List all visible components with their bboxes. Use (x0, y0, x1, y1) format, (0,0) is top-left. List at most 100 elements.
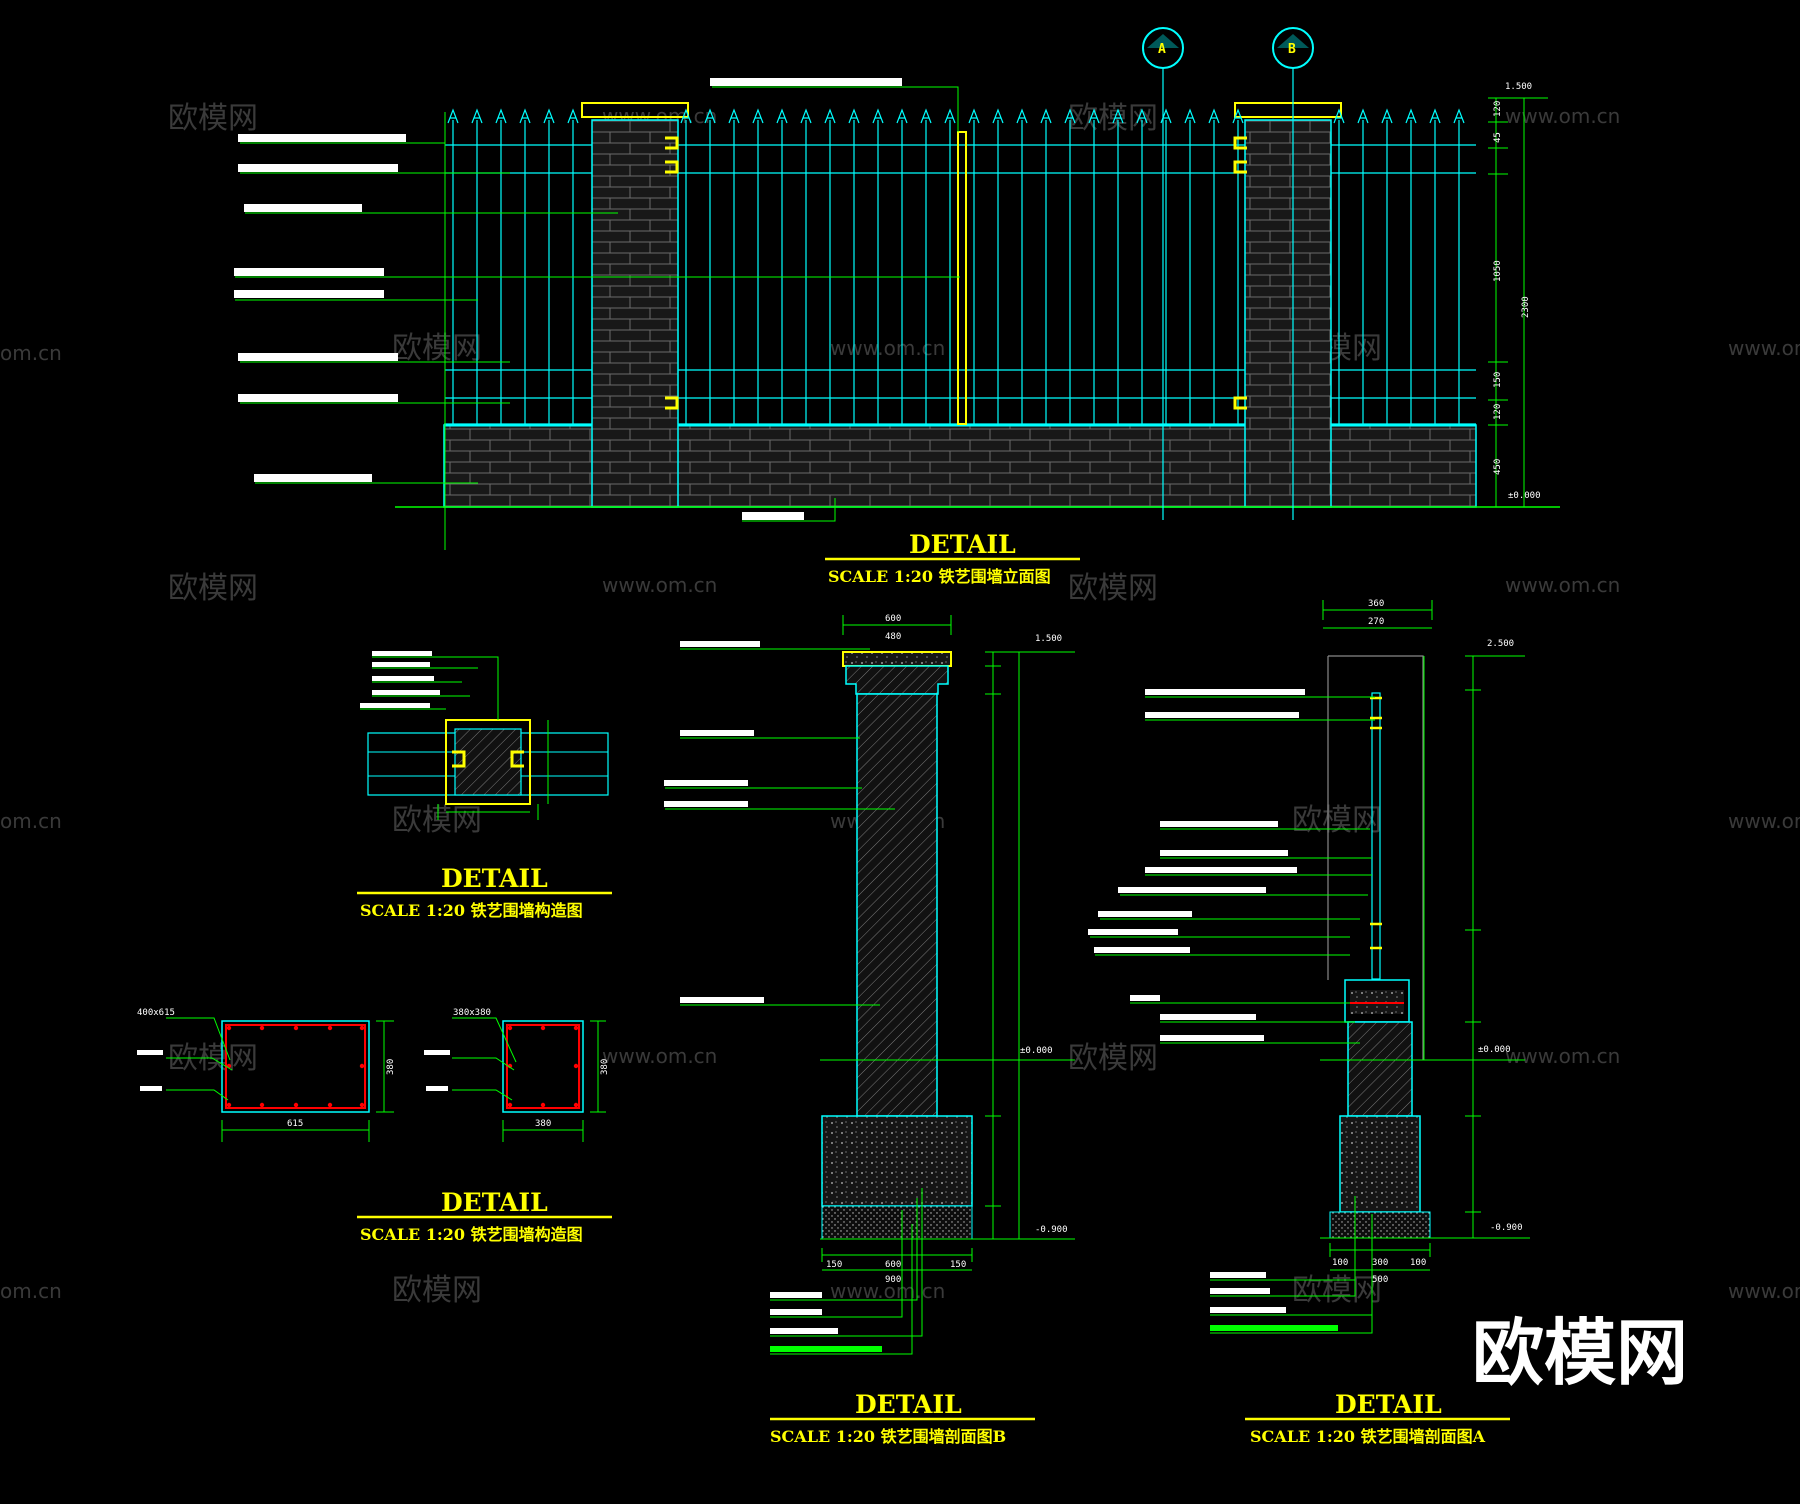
elevation-subtitle: SCALE 1:20 铁艺围墙立面图 (828, 567, 1051, 586)
watermark-brand: 欧模网 (1068, 1041, 1158, 1076)
brick-pillar-left (591, 119, 679, 508)
section-a-pillar-outline (1328, 655, 1424, 1060)
watermark-brand: 欧模网 (1292, 1273, 1382, 1308)
section-b-dim: 900 (885, 1275, 901, 1285)
plan-pillar-outline (445, 719, 531, 805)
watermark-url: www.om.cn (1505, 104, 1620, 128)
railing-mid-post (957, 131, 967, 425)
watermark-brand: 欧模网 (168, 571, 258, 606)
section-a-footing (1339, 1115, 1421, 1213)
plan-detail: DETAIL SCALE 1:20 铁艺围墙构造图 (357, 651, 612, 920)
fence-elevation: A B 120 45 1050 (234, 27, 1560, 586)
elevation-title: DETAIL (909, 530, 1016, 559)
dim-text: 2300 (1521, 296, 1531, 318)
section-b-capital (845, 665, 949, 695)
watermark-url-partial: om.cn (0, 341, 62, 365)
brick-pillar-right (1244, 119, 1332, 508)
section-a-dim: 300 (1372, 1258, 1388, 1268)
watermark-url: www.om.cn (1728, 1279, 1800, 1303)
pillar-cap-right (1234, 102, 1342, 118)
level-mark-top: 1.500 (1505, 82, 1532, 92)
section-b-dim: 600 (885, 614, 901, 624)
section-b-subtitle: SCALE 1:20 铁艺围墙剖面图B (770, 1427, 1006, 1446)
dim-text: 45 (1493, 132, 1503, 143)
watermark-url: www.om.cn (830, 1279, 945, 1303)
watermark-url: www.om.cn (1728, 809, 1800, 833)
section-b-bedding (821, 1205, 973, 1240)
elevation-leaders (235, 86, 960, 522)
section-a-wall (1347, 1021, 1413, 1117)
column-dim: 380x380 (453, 1008, 491, 1018)
section-a-dim: 100 (1332, 1258, 1348, 1268)
column-section-detail: 400x615 615 380 380x380 380 380 DETAIL S… (137, 1008, 612, 1244)
section-b-dim: 600 (885, 1260, 901, 1270)
plan-detail-title: DETAIL (441, 864, 548, 893)
watermark-brand: 欧模网 (392, 803, 482, 838)
section-b-level: ±0.000 (1020, 1046, 1053, 1056)
grid-marker-b: B (1272, 27, 1314, 69)
section-b-column (856, 693, 938, 1117)
column-dim: 615 (287, 1119, 303, 1129)
column-dim: 380 (386, 1059, 396, 1075)
watermark-brand: 欧模网 (1068, 571, 1158, 606)
section-a-level: 2.500 (1487, 639, 1514, 649)
pillar-cap-left (581, 102, 689, 118)
grid-marker-a: A (1142, 27, 1184, 69)
watermark-brand: 欧模网 (392, 331, 482, 366)
watermark-url: www.om.cn (1505, 1044, 1620, 1068)
section-a-dim: 360 (1368, 599, 1384, 609)
watermark-url: www.om.cn (602, 1044, 717, 1068)
corner-brand-logo: 欧模网 (1472, 1311, 1688, 1395)
watermark-url: www.om.cn (602, 573, 717, 597)
dim-text: 150 (1493, 372, 1503, 388)
section-b-level: -0.900 (1035, 1225, 1068, 1235)
section-b-footing (821, 1115, 973, 1207)
section-b-cap (842, 651, 952, 667)
section-a-subtitle: SCALE 1:20 铁艺围墙剖面图A (1250, 1427, 1486, 1446)
watermark-url: www.om.cn (1728, 336, 1800, 360)
column-dim: 400x615 (137, 1008, 175, 1018)
watermark-url: www.om.cn (830, 336, 945, 360)
column-dim: 380 (600, 1059, 610, 1075)
dim-text: 120 (1493, 101, 1503, 117)
section-a: 360 270 2.500 ±0.000 -0.900 100 300 100 … (1088, 599, 1530, 1446)
section-b-dim: 150 (826, 1260, 842, 1270)
section-a-level: ±0.000 (1478, 1045, 1511, 1055)
level-mark-ground: ±0.000 (1508, 491, 1541, 501)
dim-text: 1050 (1493, 260, 1503, 282)
section-a-rail (1371, 692, 1381, 980)
column-detail-title: DETAIL (441, 1188, 548, 1217)
section-a-title: DETAIL (1335, 1390, 1442, 1419)
elevation-annotations (234, 78, 902, 520)
watermark-url-partial: om.cn (0, 1279, 62, 1303)
plan-pillar-core (454, 728, 522, 796)
watermark-brand: 欧模网 (168, 101, 258, 136)
section-a-dim: 500 (1372, 1275, 1388, 1285)
railing-brackets (665, 136, 1247, 410)
section-b-title: DETAIL (855, 1390, 962, 1419)
dim-text: 450 (1493, 459, 1503, 475)
elevation-dims-right (1488, 97, 1548, 508)
column-dim: 380 (535, 1119, 551, 1129)
grid-marker-a-label: A (1158, 42, 1166, 57)
watermark-url: www.om.cn (1505, 573, 1620, 597)
section-a-level: -0.900 (1490, 1223, 1523, 1233)
plan-detail-subtitle: SCALE 1:20 铁艺围墙构造图 (360, 901, 583, 920)
iron-railings (445, 108, 1476, 425)
section-a-dim: 270 (1368, 617, 1384, 627)
section-a-dim: 100 (1410, 1258, 1426, 1268)
section-b-dim: 480 (885, 632, 901, 642)
section-a-bedding (1329, 1211, 1431, 1239)
watermark-brand: 欧模网 (392, 1273, 482, 1308)
watermark-url-partial: om.cn (0, 809, 62, 833)
grid-marker-b-label: B (1288, 42, 1296, 57)
column-section-large (221, 1020, 370, 1113)
column-section-square (502, 1020, 584, 1113)
section-b-dim: 150 (950, 1260, 966, 1270)
section-b: 600 480 1.500 ±0.000 -0.900 150 600 150 … (664, 614, 1075, 1446)
column-detail-subtitle: SCALE 1:20 铁艺围墙构造图 (360, 1225, 583, 1244)
section-b-level: 1.500 (1035, 634, 1062, 644)
dim-text: 120 (1493, 404, 1503, 420)
